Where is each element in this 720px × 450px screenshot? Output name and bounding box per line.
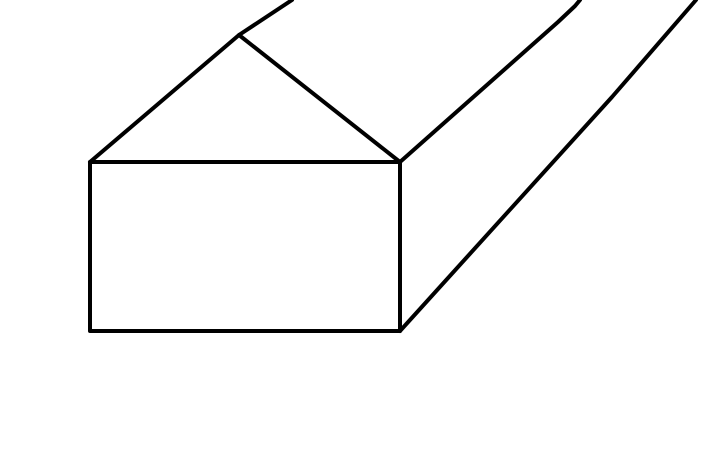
front-wall xyxy=(88,160,402,333)
house-prism-sketch xyxy=(88,0,698,333)
roof-ridge-line xyxy=(237,0,294,37)
upper-eave-line xyxy=(398,0,582,164)
base-receding-line xyxy=(398,0,698,333)
